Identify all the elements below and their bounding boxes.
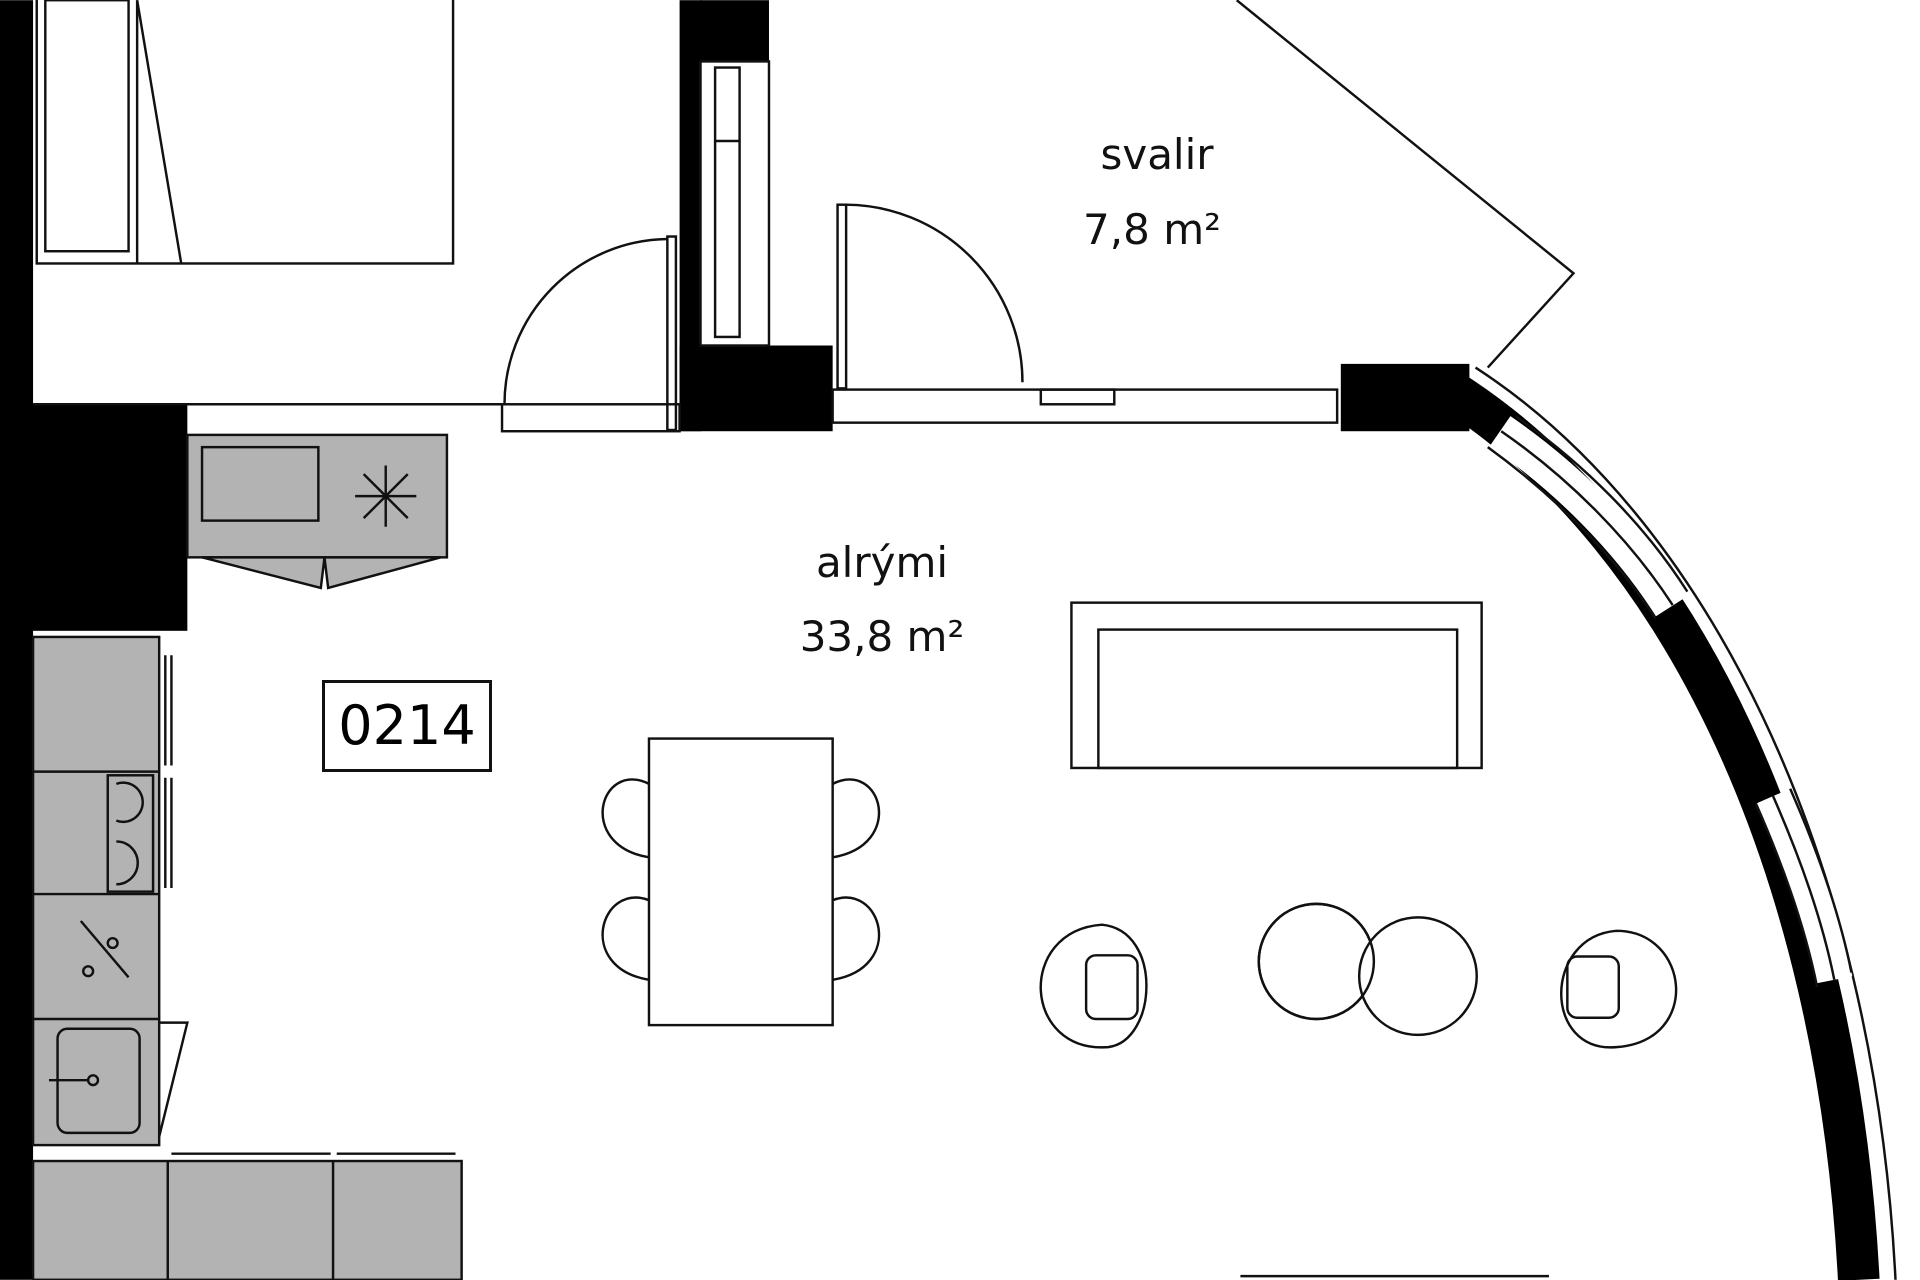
coffee-table-2: [1357, 916, 1478, 1037]
balcony-outline: [1235, 0, 1576, 369]
room-area-balcony: 7,8 m²: [1083, 205, 1221, 254]
window-vertical: [699, 60, 771, 347]
walls: [0, 0, 1470, 1280]
room-name-living: alrými: [815, 538, 949, 587]
stove-icon: [106, 774, 155, 893]
room-area-living: 33,8 m²: [799, 612, 965, 661]
window-curved-1: [1487, 415, 1689, 620]
dining-table: [647, 737, 834, 1027]
window-curved-2: [1754, 788, 1853, 988]
door-balcony: [831, 203, 1339, 424]
dishwasher-icon: [79, 920, 130, 979]
unit-number-label: 0214: [322, 680, 492, 772]
sink-icon: [48, 1021, 189, 1137]
coffee-table-1-outline: [1257, 902, 1376, 1021]
room-name-balcony: svalir: [1100, 130, 1214, 179]
curved-wall-outer-line: [1474, 366, 1897, 1280]
fan-icon: [355, 465, 417, 527]
armchairs: [1039, 923, 1678, 1049]
sofa: [1070, 601, 1483, 770]
door-bathroom: [500, 235, 681, 433]
dining-chairs: [601, 778, 881, 982]
bathtub: [35, 0, 455, 265]
cabinet-door-lines: [164, 655, 456, 1155]
